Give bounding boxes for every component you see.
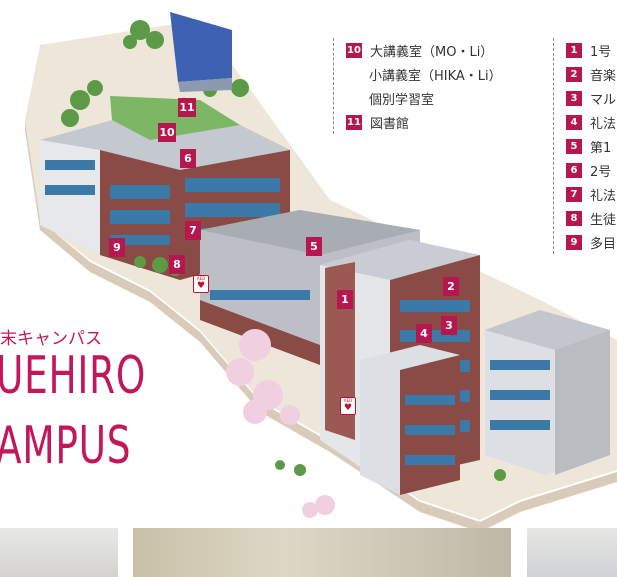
legend-number: 3 (566, 90, 582, 106)
photo-thumbnail[interactable] (527, 528, 617, 577)
building-right (485, 310, 610, 475)
aed-label: AED (196, 276, 206, 281)
legend-number: 11 (346, 114, 362, 130)
map-badge-5[interactable]: 5 (306, 237, 322, 256)
legend-subitem: 個別学習室 (346, 86, 502, 110)
blue-roof-building (170, 12, 232, 92)
legend-number: 6 (566, 162, 582, 178)
legend-label: 大講義室（MO・Li） (370, 44, 494, 60)
map-badge-9[interactable]: 9 (109, 238, 125, 257)
building-front-small (360, 345, 460, 495)
photo-thumbnail[interactable] (133, 528, 511, 577)
map-badge-11[interactable]: 11 (178, 98, 196, 117)
map-badge-10[interactable]: 10 (158, 123, 176, 142)
ground-edge (25, 120, 617, 532)
map-badge-4[interactable]: 4 (416, 324, 432, 343)
legend-number: 2 (566, 66, 582, 82)
legend-item[interactable]: 8 生徒 (566, 206, 617, 230)
legend-number: 9 (566, 234, 582, 250)
legend-label: 図書館 (370, 116, 410, 132)
aed-label: AED (343, 398, 353, 403)
trees-top (61, 20, 249, 127)
legend-label: 音楽 (590, 68, 617, 84)
legend-number: 8 (566, 210, 582, 226)
map-badge-1[interactable]: 1 (337, 290, 353, 309)
legend-label: 2号 (590, 164, 612, 180)
legend-item[interactable]: 1 1号 (566, 38, 617, 62)
cherry-trees (226, 329, 335, 518)
legend-item[interactable]: 6 2号 (566, 158, 617, 182)
map-badge-3[interactable]: 3 (441, 316, 457, 335)
heart-icon: ♥ (343, 403, 353, 413)
map-badge-8[interactable]: 8 (169, 255, 185, 274)
map-badge-2[interactable]: 2 (443, 277, 459, 296)
legend-list-primary: 10 大講義室（MO・Li） 小講義室（HIKA・Li） 個別学習室 11 図書… (333, 38, 502, 134)
legend-label: 多目 (590, 236, 617, 252)
legend-label: 小講義室（HIKA・Li） (369, 68, 502, 84)
legend-label: 1号 (590, 44, 612, 60)
map-badge-7[interactable]: 7 (185, 221, 201, 240)
legend-item[interactable]: 11 図書館 (346, 110, 502, 134)
legend-item[interactable]: 5 第1 (566, 134, 617, 158)
aed-marker[interactable]: AED ♥ (193, 275, 209, 293)
legend-number: 4 (566, 114, 582, 130)
legend-number: 5 (566, 138, 582, 154)
legend-number: 10 (346, 42, 362, 58)
legend-subitem: 小講義室（HIKA・Li） (346, 62, 502, 86)
legend-item[interactable]: 10 大講義室（MO・Li） (346, 38, 502, 62)
legend-item[interactable]: 3 マル (566, 86, 617, 110)
heart-icon: ♥ (196, 281, 206, 291)
legend-item[interactable]: 7 礼法 (566, 182, 617, 206)
legend-label: 礼法 (590, 116, 617, 132)
legend-list-secondary: 1 1号 2 音楽 3 マル 4 礼法 5 第1 6 2号 7 礼法 8 生徒 9 多目 (553, 38, 617, 254)
campus-name-en-line2: AMPUS (0, 416, 132, 476)
photo-thumbnail[interactable] (0, 528, 118, 577)
campus-name-jp: 末キャンパス (0, 329, 102, 349)
map-badge-6[interactable]: 6 (180, 149, 196, 168)
aed-marker[interactable]: AED ♥ (340, 397, 356, 415)
legend-label: 生徒 (590, 212, 617, 228)
legend-label: 個別学習室 (369, 92, 435, 108)
legend-item[interactable]: 4 礼法 (566, 110, 617, 134)
campus-name-en-line1: UEHIRO (0, 346, 147, 406)
legend-number: 7 (566, 186, 582, 202)
legend-label: 礼法 (590, 188, 617, 204)
legend-item[interactable]: 9 多目 (566, 230, 617, 254)
legend-label: 第1 (590, 140, 612, 156)
legend-label: マル (590, 92, 617, 108)
legend-number: 1 (566, 42, 582, 58)
legend-item[interactable]: 2 音楽 (566, 62, 617, 86)
